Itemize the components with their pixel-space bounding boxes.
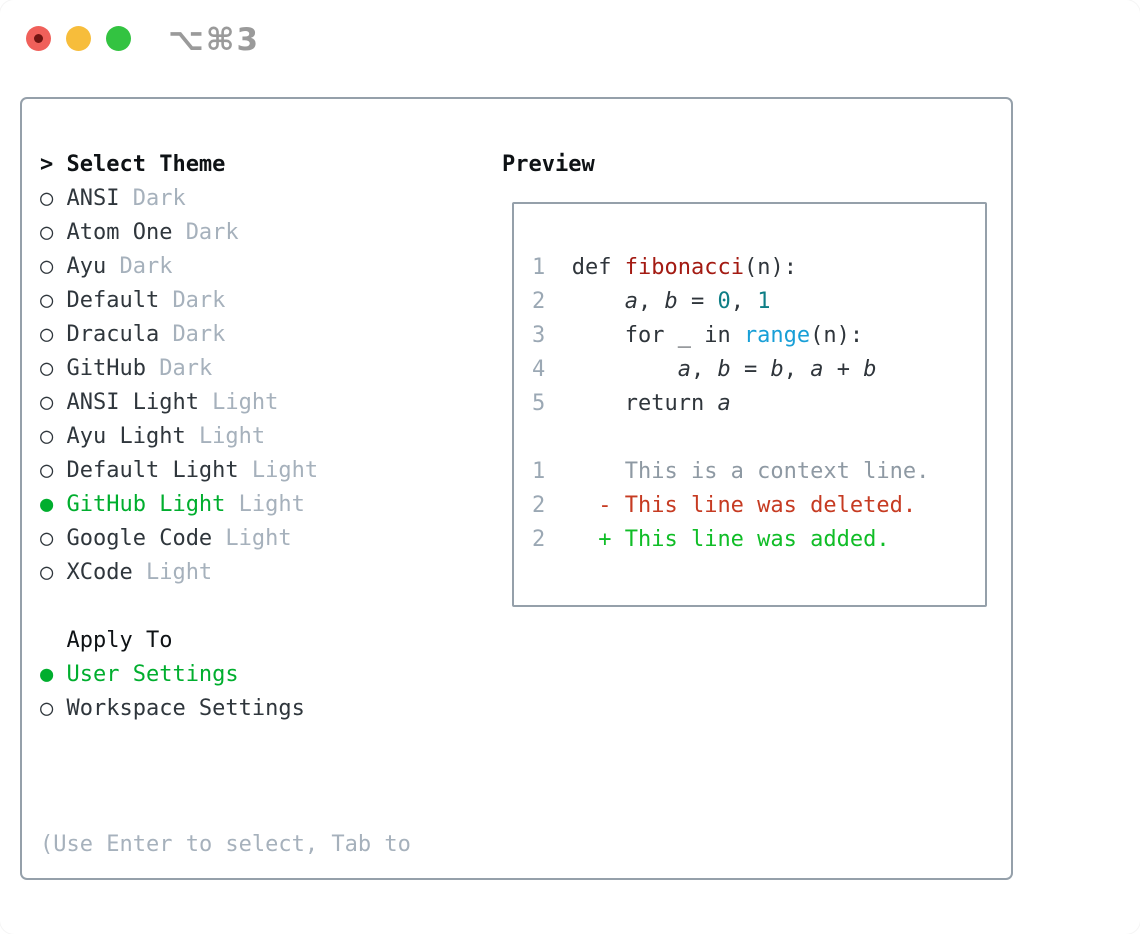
hint-line-1: (Use Enter to select, Tab to (40, 832, 411, 857)
cursor-prefix-icon: > (40, 152, 54, 177)
theme-tag: Light (212, 390, 279, 415)
apply-option-list: ● User Settings ○ Workspace Settings (40, 658, 305, 726)
theme-radio-icon: ○ (40, 254, 54, 279)
apply-to-title: Apply To (66, 628, 173, 653)
theme-row[interactable]: ○ Atom One Dark (40, 216, 318, 250)
minimize-button[interactable] (66, 26, 91, 51)
apply-option-label: Workspace Settings (66, 696, 305, 721)
theme-name: Ayu Light (66, 424, 186, 449)
theme-radio-icon: ○ (40, 390, 54, 415)
apply-option-label: User Settings (66, 662, 239, 687)
theme-name: Default Light (66, 458, 239, 483)
theme-list-header: > Select Theme (40, 148, 225, 182)
preview-line: 2 + This line was added. (532, 527, 890, 552)
theme-tag: Dark (185, 220, 239, 245)
preview-line: 1 This is a context line. (532, 459, 930, 484)
preview-line: 2 - This line was deleted. (532, 493, 917, 518)
theme-row[interactable]: ○ GitHub Dark (40, 352, 318, 386)
preview-line: 2 a, b = 0, 1 (532, 289, 771, 314)
theme-name: Ayu (66, 254, 107, 279)
theme-radio-icon: ○ (40, 424, 54, 449)
theme-name: Google Code (66, 526, 213, 551)
apply-option-row[interactable]: ● User Settings (40, 658, 305, 692)
theme-row[interactable]: ○ Google Code Light (40, 522, 318, 556)
apply-to-section: Apply To ● User Settings ○ Workspace Setti… (40, 624, 305, 726)
theme-row[interactable]: ● GitHub Light Light (40, 488, 318, 522)
theme-tag: Dark (172, 322, 226, 347)
preview-title: Preview (502, 152, 595, 177)
theme-tag: Dark (132, 186, 186, 211)
theme-row[interactable]: ○ Default Light Light (40, 454, 318, 488)
theme-radio-icon: ○ (40, 322, 54, 347)
theme-tag: Light (145, 560, 213, 585)
preview-line: 5 return a (532, 391, 731, 416)
theme-row[interactable]: ○ Ayu Dark (40, 250, 318, 284)
theme-radio-icon: ○ (40, 220, 54, 245)
theme-tag: Light (238, 492, 305, 517)
preview-line: 1 def fibonacci(n): (532, 255, 797, 280)
apply-option-row[interactable]: ○ Workspace Settings (40, 692, 305, 726)
theme-name: ANSI Light (66, 390, 199, 415)
theme-tag: Dark (159, 356, 213, 381)
theme-row[interactable]: ○ ANSI Dark (40, 182, 318, 216)
theme-name: GitHub Light (66, 492, 226, 517)
theme-tag: Light (225, 526, 292, 551)
theme-row[interactable]: ○ Ayu Light Light (40, 420, 318, 454)
theme-name: XCode (66, 560, 133, 585)
theme-radio-icon: ○ (40, 288, 54, 313)
preview-line: 4 a, b = b, a + b (532, 357, 877, 382)
zoom-button[interactable] (106, 26, 131, 51)
theme-radio-icon: ○ (40, 186, 54, 211)
hint-line-2: change focus) (40, 930, 411, 934)
theme-radio-icon: ○ (40, 458, 54, 483)
apply-to-header: Apply To (40, 624, 305, 658)
theme-name: Dracula (66, 322, 160, 347)
close-button[interactable] (26, 26, 51, 51)
theme-radio-icon: ○ (40, 356, 54, 381)
theme-row[interactable]: ○ Dracula Dark (40, 318, 318, 352)
apply-to-indent (40, 624, 66, 658)
apply-radio-icon: ○ (40, 696, 54, 721)
apply-radio-icon: ● (40, 662, 54, 687)
theme-name: ANSI (66, 186, 120, 211)
theme-radio-icon: ○ (40, 560, 54, 585)
theme-tag: Light (198, 424, 266, 449)
hint-text: (Use Enter to select, Tab to change focu… (40, 760, 411, 934)
theme-name: Atom One (66, 220, 173, 245)
theme-name: GitHub (66, 356, 146, 381)
window-titlebar: ⌥⌘3 (0, 0, 1140, 80)
theme-tag: Dark (172, 288, 226, 313)
unsaved-dot-icon (34, 34, 43, 43)
theme-name: Default (66, 288, 160, 313)
window-title: ⌥⌘3 (168, 22, 261, 58)
theme-tag: Dark (119, 254, 173, 279)
theme-tag: Light (251, 458, 319, 483)
theme-row[interactable]: ○ Default Dark (40, 284, 318, 318)
theme-radio-icon: ● (40, 492, 54, 517)
preview-line (532, 421, 985, 455)
theme-radio-icon: ○ (40, 526, 54, 551)
preview-box: 1 def fibonacci(n): 2 a, b = 0, 1 3 for _ … (512, 202, 987, 607)
theme-row[interactable]: ○ ANSI Light Light (40, 386, 318, 420)
theme-list-title: Select Theme (66, 152, 226, 177)
preview-line: 3 for _ in range(n): (532, 323, 864, 348)
theme-row[interactable]: ○ XCode Light (40, 556, 318, 590)
